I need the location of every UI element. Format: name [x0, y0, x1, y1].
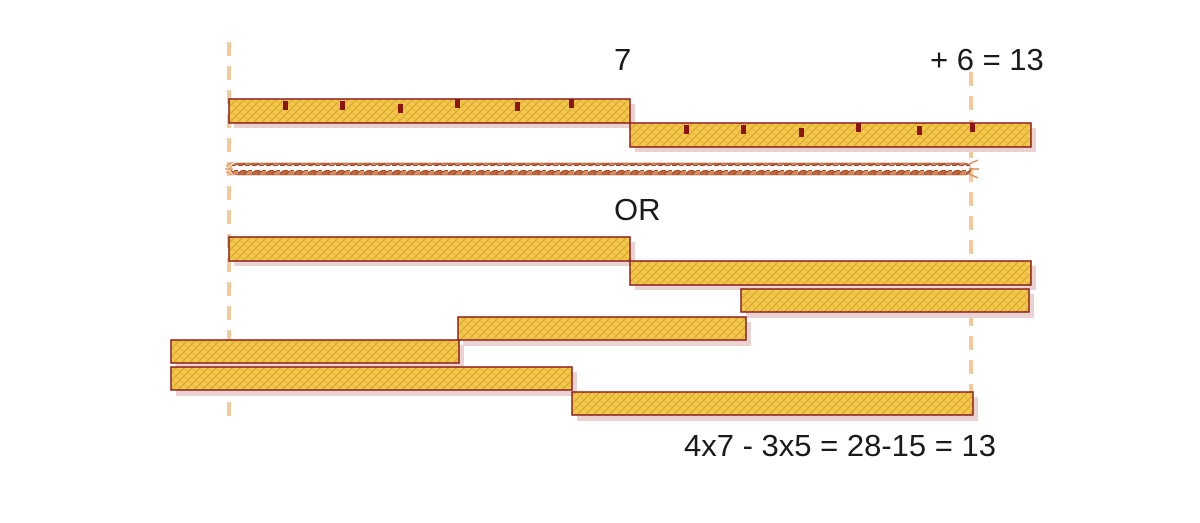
tick-mark — [741, 125, 746, 134]
twisted-rope-icon — [225, 159, 979, 179]
rod-five — [740, 288, 1030, 313]
label-seven: 7 — [614, 42, 632, 77]
rod-seven — [170, 366, 573, 391]
tick-mark — [917, 126, 922, 135]
tick-mark — [569, 99, 574, 108]
label-equation: 4x7 - 3x5 = 28-15 = 13 — [684, 428, 996, 463]
rod-five — [457, 316, 747, 341]
tick-mark — [283, 101, 288, 110]
tick-mark — [799, 128, 804, 137]
label-or: OR — [614, 192, 661, 227]
rod-seven — [629, 260, 1032, 286]
rod-six — [629, 122, 1032, 148]
label-plus-six: + 6 = 13 — [930, 42, 1044, 77]
tick-mark — [515, 102, 520, 111]
tick-mark — [398, 104, 403, 113]
rod-seven — [571, 391, 974, 416]
rod-seven — [228, 236, 631, 262]
rod-five — [170, 339, 460, 364]
tick-mark — [340, 101, 345, 110]
tick-mark — [684, 125, 689, 134]
tick-mark — [970, 123, 975, 132]
rod-seven — [228, 98, 631, 124]
tick-mark — [856, 123, 861, 132]
tick-mark — [455, 99, 460, 108]
